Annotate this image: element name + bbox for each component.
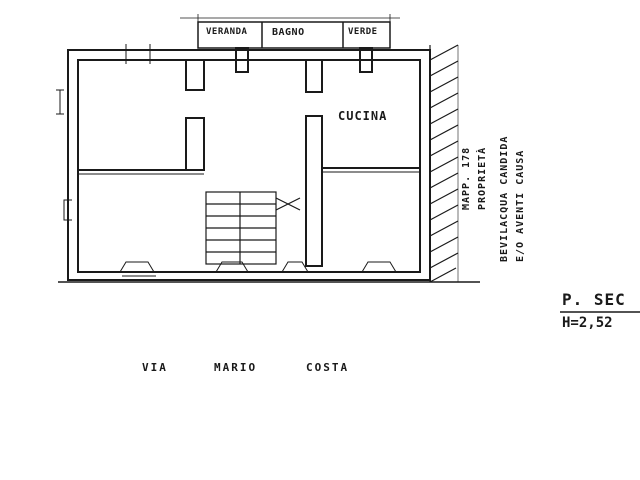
label-cucina: CUCINA (338, 109, 388, 123)
floor-height: H=2,52 (562, 315, 613, 331)
street-label-name: MARIO (214, 361, 258, 374)
label-mappale: MAPP. 178 (461, 146, 472, 210)
street-label-via: VIA (142, 361, 168, 374)
label-veranda: VERANDA (206, 27, 248, 37)
openings (56, 44, 397, 277)
label-bagno: BAGNO (272, 27, 305, 38)
floor-title: P. SEC (562, 290, 626, 309)
hatched-boundary (429, 44, 459, 283)
staircase (205, 191, 301, 265)
ground-lines (58, 281, 640, 313)
label-owner-name: BEVILACQUA CANDIDA (499, 135, 510, 262)
label-proprieta: PROPRIETÀ (477, 146, 488, 210)
interior-walls (78, 47, 420, 267)
label-verde: VERDE (348, 27, 378, 37)
label-owner-suffix: E/O AVENTI CAUSA (515, 149, 526, 262)
street-label-surname: COSTA (306, 361, 350, 374)
top-annex (180, 14, 400, 49)
outer-walls (67, 49, 431, 281)
